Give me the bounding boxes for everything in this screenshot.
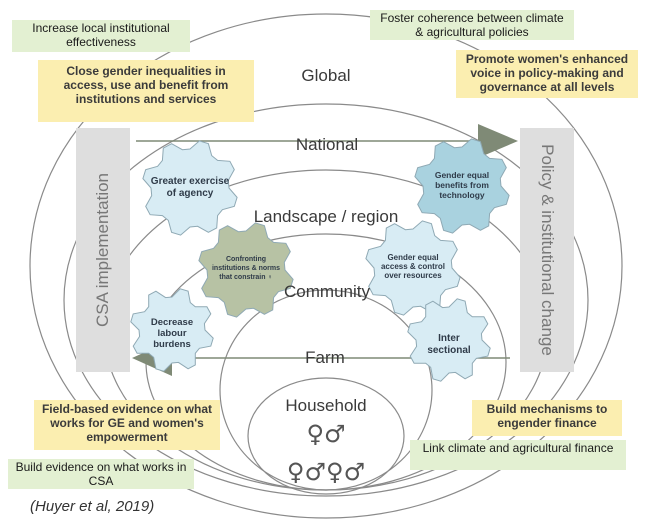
global-ellipse bbox=[29, 13, 623, 519]
level-farm: Farm bbox=[305, 348, 345, 367]
box-promote-womens-voice: Promote women's enhanced voice in policy… bbox=[456, 50, 638, 98]
national-ellipse bbox=[63, 103, 589, 497]
citation: (Huyer et al, 2019) bbox=[30, 498, 155, 515]
gender-pair-icon: ♀♂ bbox=[306, 420, 346, 448]
gear-agency-icon bbox=[142, 140, 238, 236]
box-build-evidence-csa: Build evidence on what works in CSA bbox=[8, 459, 194, 489]
policy-change-label: Policy & institutional change bbox=[538, 144, 557, 356]
box-engender-finance: Build mechanisms to engender finance bbox=[472, 400, 622, 436]
level-global: Global bbox=[301, 66, 351, 85]
household-ellipse bbox=[247, 377, 405, 495]
gear-label-access: Gender equal access & control over resou… bbox=[380, 253, 446, 280]
csa-implementation-label: CSA implementation bbox=[93, 172, 112, 328]
box-link-climate-finance: Link climate and agricultural finance bbox=[410, 440, 626, 470]
gear-label-agency: Greater exercise of agency bbox=[150, 176, 230, 199]
level-household: Household bbox=[285, 396, 367, 415]
gear-labour-icon bbox=[130, 288, 214, 372]
gear-intersectional-icon bbox=[407, 298, 491, 382]
gear-label-intersectional: Inter sectional bbox=[427, 333, 471, 356]
arrow-top-head bbox=[478, 124, 518, 158]
right-side-bar bbox=[520, 128, 574, 372]
box-field-based-evidence: Field-based evidence on what works for G… bbox=[34, 400, 220, 450]
box-close-gender-inequalities: Close gender inequalities in access, use… bbox=[38, 60, 254, 122]
gear-label-norms: Confronting institutions & norms that co… bbox=[211, 256, 281, 281]
gender-group-icon: ♀♂♀♂ bbox=[286, 458, 366, 486]
gear-access-icon bbox=[365, 220, 461, 316]
box-increase-local-effectiveness: Increase local institutional effectivene… bbox=[12, 20, 190, 52]
level-national: National bbox=[295, 135, 359, 154]
left-side-bar bbox=[76, 128, 130, 372]
box-foster-coherence: Foster coherence between climate & agric… bbox=[370, 10, 574, 40]
gear-label-technology: Gender equal benefits from technology bbox=[434, 170, 490, 200]
level-landscape: Landscape / region bbox=[253, 207, 399, 226]
farm-ellipse bbox=[219, 289, 433, 491]
gear-technology-icon bbox=[414, 138, 510, 234]
gear-label-labour: Decrease labour burdens bbox=[150, 317, 194, 350]
gear-norms-icon bbox=[198, 222, 294, 318]
level-community: Community bbox=[284, 282, 370, 301]
